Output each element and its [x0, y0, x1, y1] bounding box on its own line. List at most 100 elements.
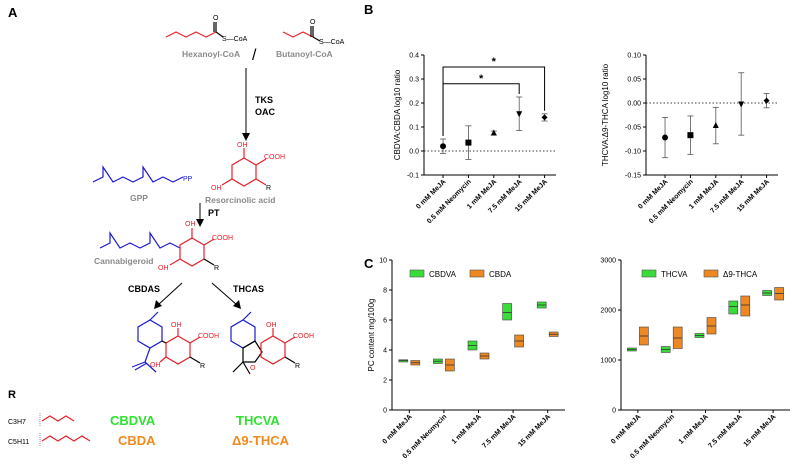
significance-bracket	[442, 66, 546, 136]
b-left-ytick-label: -0.1	[407, 173, 419, 180]
b-right-ytick-label: 0.10	[627, 53, 641, 60]
cannabigeroid-structure	[99, 228, 215, 267]
c-left-ytick-label: 2	[383, 378, 387, 385]
cbda-oh-top: OH	[171, 322, 182, 329]
b-left-mean-point	[516, 111, 523, 118]
b-right-ytick-label: 0.00	[627, 101, 641, 108]
legend-swatch-d9thca	[703, 269, 719, 278]
d9thca-name: Δ9-THCA	[232, 433, 290, 448]
b-left-mean-point	[541, 114, 548, 121]
significance-bracket	[442, 83, 520, 136]
cannabigeroid-cooh: COOH	[212, 235, 233, 242]
c-right-xtick-label: 1 mM MeJA	[678, 413, 710, 445]
b-right-mean-point	[738, 101, 745, 108]
panel-label-b: B	[364, 2, 373, 17]
c-left-bar-a	[502, 303, 512, 321]
gpp-pp-group: PP	[183, 176, 193, 183]
cbda-type-structure	[131, 311, 201, 373]
b-left-xtick-label: 0.5 mM Neomycin	[426, 178, 473, 225]
butanoyl-carbonyl-o: O	[310, 19, 316, 26]
cbda-name: CBDA	[118, 433, 156, 448]
c-left-ytick-label: 0	[383, 408, 387, 415]
thcas-arrow	[211, 282, 241, 309]
c-left-xtick-label: 15 mM MeJA	[517, 413, 552, 448]
thca-ring-o: O	[250, 365, 256, 372]
hexanoyl-carbonyl-o: O	[213, 15, 219, 22]
cbdva-name: CBDVA	[110, 413, 156, 428]
c-right-ytick-label: 1000	[600, 358, 616, 365]
resorcinolic-cooh: COOH	[264, 154, 285, 161]
tks-label: TKS	[255, 95, 273, 105]
c-left-ytick-label: 10	[379, 258, 387, 265]
thcva-name: THCVA	[236, 413, 280, 428]
chart-b-right: THCVA:Δ9-THCA log10 ratio -0.15-0.10-0.0…	[601, 53, 778, 225]
resorcinolic-oh-bottom: OH	[211, 185, 222, 192]
c-right-ytick-label: 3000	[600, 258, 616, 265]
cbda-r: R	[200, 363, 205, 370]
hexanoyl-coa-group: S—CoA	[222, 36, 248, 43]
butanoyl-coa-group: S—CoA	[319, 39, 345, 46]
resorcinolic-acid-label: Resorcinolic acid	[205, 195, 275, 205]
b-left-mean-point	[490, 129, 497, 136]
resorcinolic-r: R	[266, 185, 271, 192]
r-chains	[39, 413, 91, 447]
legend-swatch-thcva	[641, 269, 657, 278]
cbdas-label: CBDAS	[128, 284, 160, 294]
b-right-mean-point	[687, 132, 694, 139]
b-left-ytick-label: 0.3	[409, 77, 419, 84]
legend-label-thcva: THCVA	[661, 270, 688, 279]
resorcinolic-oh-top: OH	[237, 142, 248, 149]
thca-cooh: COOH	[293, 333, 314, 340]
panel-label-c: C	[364, 256, 374, 271]
gpp-structure	[92, 165, 184, 183]
cbdas-arrow	[154, 282, 183, 309]
b-right-ytick-label: 0.05	[627, 77, 641, 84]
cannabigeroid-oh-bottom: OH	[158, 265, 169, 272]
c-left-xtick-label: 0 mM MeJA	[382, 413, 414, 445]
c-left-ytick-label: 4	[383, 348, 387, 355]
b-right-mean-point	[712, 122, 719, 129]
panel-label-a: A	[8, 5, 18, 20]
b-left-y-title: CBDVA:CBDA log10 ratio	[393, 69, 402, 160]
b-left-ytick-label: 0.1	[409, 125, 419, 132]
c-right-xtick-label: 7.5 mM MeJA	[707, 413, 743, 449]
tks-oac-arrow	[242, 68, 250, 141]
hexanoyl-coa-structure	[165, 22, 224, 38]
cannabigeroid-oh-top: OH	[185, 221, 196, 228]
b-left-ytick-label: 0.4	[409, 53, 419, 60]
cbda-cooh: COOH	[198, 333, 219, 340]
oac-label: OAC	[255, 107, 276, 117]
thca-oh-top: OH	[266, 322, 277, 329]
thcas-label: THCAS	[233, 284, 264, 294]
cannabigeroid-label: Cannabigeroid	[94, 256, 154, 266]
c-right-bar-b	[740, 295, 751, 317]
legend-swatch-cbda	[469, 269, 485, 278]
b-right-mean-point	[763, 97, 770, 104]
pt-arrow	[196, 203, 204, 227]
chart-b-left: CBDVA:CBDA log10 ratio -0.10.00.10.20.30…	[393, 53, 556, 225]
significance-star: *	[492, 56, 497, 68]
c-left-xtick-label: 7.5 mM MeJA	[481, 413, 517, 449]
legend-label-cbda: CBDA	[489, 270, 512, 279]
legend-swatch-cbdva	[409, 269, 425, 278]
cbda-oh-bottom: OH	[150, 362, 161, 369]
slash-separator: /	[252, 47, 257, 64]
b-right-y-title: THCVA:Δ9-THCA log10 ratio	[601, 63, 610, 166]
thca-r: R	[295, 363, 300, 370]
pt-label: PT	[208, 208, 220, 218]
legend-label-d9thca: Δ9-THCA	[723, 270, 758, 279]
cannabigeroid-r: R	[214, 265, 219, 272]
hexanoyl-coa-label: Hexanoyl-CoA	[182, 49, 240, 59]
b-right-mean-point	[662, 134, 669, 141]
b-right-xtick-label: 0.5 mM Neomycin	[648, 178, 695, 225]
c3h7-label: C3H7	[8, 419, 26, 426]
c-right-bar-a	[728, 300, 739, 315]
resorcinolic-acid-structure	[221, 148, 267, 187]
b-left-ytick-label: 0.2	[409, 101, 419, 108]
significance-star: *	[479, 73, 484, 85]
c-right-xtick-label: 0 mM MeJA	[610, 413, 642, 445]
b-left-mean-point	[465, 139, 472, 146]
